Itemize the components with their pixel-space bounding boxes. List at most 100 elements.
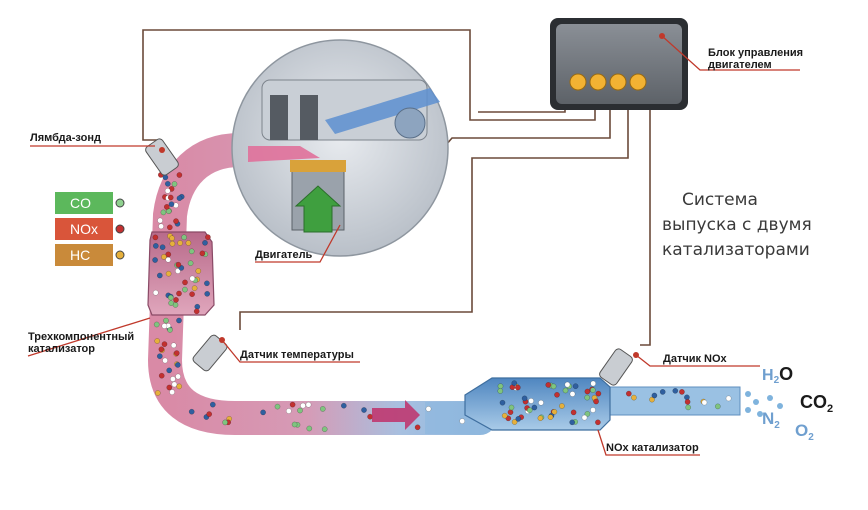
particle: [193, 308, 200, 315]
particle: [177, 240, 183, 246]
particle: [559, 403, 565, 409]
particle: [171, 381, 178, 388]
label-nox-cat: NOx катализатор: [606, 442, 699, 454]
label-three-way-2: катализатор: [28, 343, 95, 355]
particle: [181, 234, 187, 241]
particle: [659, 389, 666, 395]
particle: [169, 389, 175, 395]
particle: [176, 383, 183, 390]
particle: [187, 260, 194, 267]
particle: [170, 376, 176, 382]
particle: [152, 257, 158, 263]
particle: [160, 209, 167, 216]
particle: [528, 398, 534, 404]
particle: [154, 338, 161, 344]
particle: [361, 407, 367, 413]
particle: [714, 403, 721, 410]
particle: [545, 382, 552, 388]
particle: [531, 404, 538, 411]
particle: [570, 409, 577, 416]
temperature-sensor-icon: [192, 334, 228, 372]
particle: [319, 406, 326, 412]
wiring: [142, 29, 651, 346]
particle: [152, 234, 159, 241]
particle: [625, 390, 632, 397]
particle: [305, 401, 312, 408]
particle: [165, 251, 172, 258]
particle: [154, 390, 161, 396]
particle: [152, 289, 159, 296]
particle: [169, 235, 175, 242]
particle: [425, 406, 432, 412]
particle: [175, 261, 182, 268]
particle: [685, 404, 692, 411]
particle: [505, 415, 512, 422]
title-line-1: Система: [682, 190, 758, 210]
particle: [291, 421, 298, 428]
particle: [185, 240, 192, 246]
particle: [701, 399, 708, 406]
particle: [547, 414, 554, 420]
particle: [166, 224, 173, 231]
particle: [497, 388, 504, 394]
particle: [550, 383, 557, 390]
particle: [167, 294, 174, 301]
particle: [300, 402, 306, 409]
particle: [584, 394, 591, 401]
particle: [204, 290, 211, 297]
particle: [297, 407, 303, 414]
particle: [590, 387, 596, 393]
particle: [163, 317, 169, 324]
particle: [572, 383, 579, 390]
particle: [162, 357, 168, 364]
particle: [511, 419, 518, 425]
particle: [289, 401, 296, 408]
product-h2o: H2O: [762, 364, 793, 386]
particle: [161, 341, 168, 347]
label-ecu-1: Блок управления: [708, 47, 803, 59]
output-molecules: H2O CO2 N2 O2: [745, 364, 833, 443]
particle: [202, 239, 208, 246]
nox-sensor-icon: [599, 348, 639, 386]
particle: [526, 407, 533, 414]
ecu-box: [550, 18, 688, 110]
particle: [164, 187, 171, 194]
particle: [367, 413, 373, 420]
particle: [188, 408, 195, 415]
particle: [209, 401, 216, 408]
particle: [631, 394, 637, 401]
particle: [188, 248, 195, 255]
legend-swatch: [55, 192, 113, 214]
particle: [176, 172, 183, 178]
particle: [189, 291, 195, 298]
product-o2: O2: [795, 421, 814, 443]
particle: [163, 204, 170, 210]
particle: [414, 424, 421, 431]
particle: [590, 407, 596, 413]
label-nox-sensor: Датчик NOx: [663, 353, 728, 365]
particle: [173, 350, 180, 356]
product-co2: CO2: [800, 392, 833, 415]
particle: [176, 290, 182, 297]
particle: [569, 419, 576, 426]
particle: [340, 402, 347, 409]
particle: [507, 409, 514, 416]
exhaust-particles: [153, 168, 732, 433]
particle: [672, 387, 679, 394]
particle: [285, 408, 292, 414]
particle: [169, 240, 176, 247]
particle: [174, 362, 181, 368]
label-ecu-2: двигателем: [708, 59, 772, 71]
particle: [199, 250, 206, 257]
title-line-3: катализаторами: [662, 240, 810, 260]
title-line-2: выпуска с двумя: [662, 215, 812, 235]
particle: [159, 244, 166, 251]
particle: [584, 388, 591, 395]
particle: [537, 415, 544, 422]
particle: [593, 398, 599, 405]
particle: [581, 414, 588, 421]
particle: [274, 403, 281, 410]
particle: [170, 342, 177, 349]
particle: [499, 399, 506, 406]
